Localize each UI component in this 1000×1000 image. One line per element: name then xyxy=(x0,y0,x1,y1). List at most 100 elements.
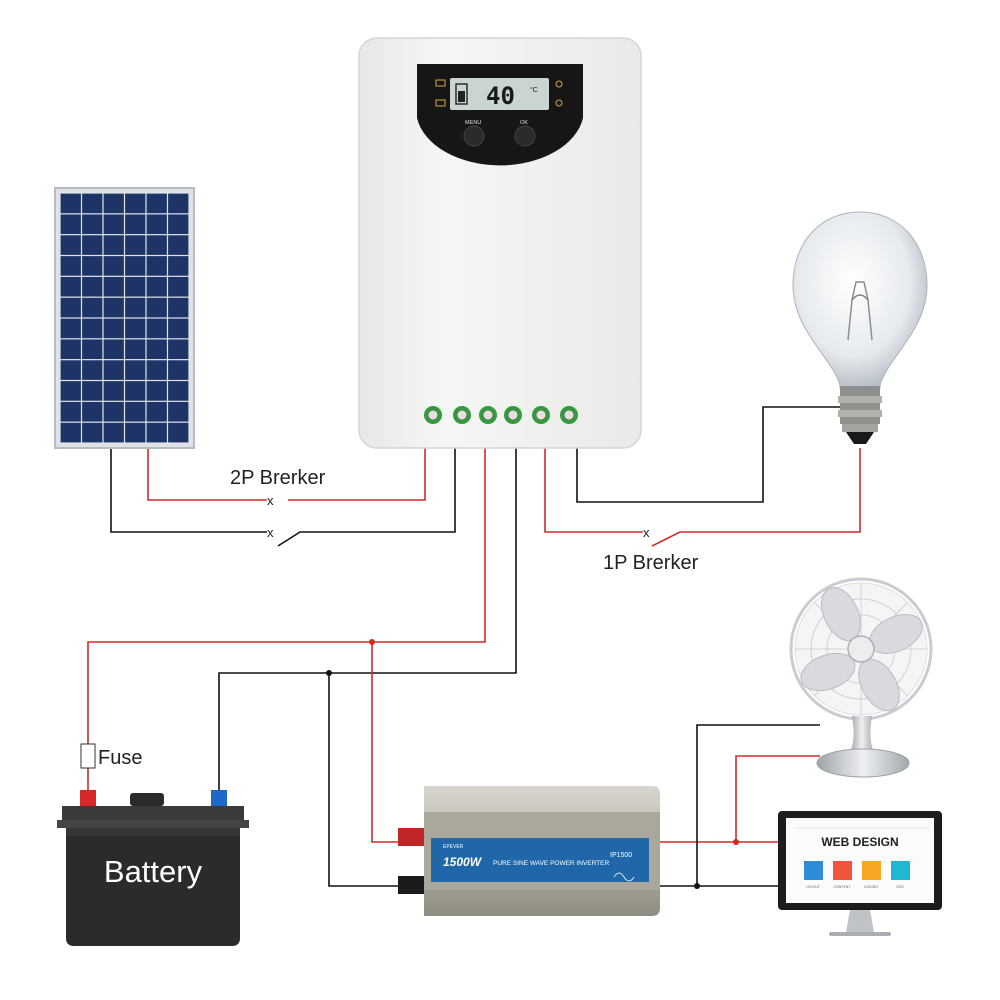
solar-cell xyxy=(125,193,146,214)
solar-cell xyxy=(125,318,146,339)
solar-cell xyxy=(146,401,167,422)
solar-cell xyxy=(82,276,103,297)
wire-inverter-positive xyxy=(371,642,398,843)
ok-label: OK xyxy=(520,120,528,126)
solar-cell xyxy=(60,276,81,297)
solar-cell xyxy=(60,297,81,318)
wire-junctions xyxy=(326,639,739,889)
load-status-icon xyxy=(555,80,563,88)
solar-cell xyxy=(146,339,167,360)
solar-cell xyxy=(82,360,103,380)
solar-cell xyxy=(146,360,167,380)
wire-lamp-negative xyxy=(576,406,860,503)
light-bulb-icon xyxy=(792,211,928,444)
solar-cell xyxy=(125,422,146,443)
solar-cell xyxy=(125,401,146,422)
solar-cell xyxy=(103,235,124,255)
solar-cell xyxy=(168,297,189,318)
solar-cell xyxy=(82,401,103,422)
solar-cell xyxy=(168,193,189,214)
battery-icon: Battery xyxy=(57,790,249,946)
lcd-screen xyxy=(450,78,549,110)
fuse-label: Fuse xyxy=(98,747,142,769)
monitor-screen xyxy=(786,818,934,903)
wire-battery-positive xyxy=(87,448,486,745)
solar-cell xyxy=(146,381,167,401)
solar-cell xyxy=(60,256,81,276)
battery-label: Battery xyxy=(104,854,203,889)
solar-cell xyxy=(60,214,81,235)
solar-cell xyxy=(103,339,124,360)
solar-cell xyxy=(103,381,124,401)
breaker-mark: x xyxy=(267,525,274,540)
solar-cell xyxy=(125,297,146,318)
wire-solar-negative xyxy=(110,448,267,533)
wire-output-positive xyxy=(648,755,820,843)
solar-cell xyxy=(103,360,124,380)
solar-panel-icon xyxy=(54,187,195,449)
solar-cell xyxy=(82,422,103,443)
solar-cell xyxy=(146,422,167,443)
solar-cell xyxy=(125,276,146,297)
solar-cell xyxy=(103,193,124,214)
junction-dot xyxy=(694,883,700,889)
solar-cell xyxy=(82,214,103,235)
sine-wave-icon xyxy=(613,872,635,882)
computer-monitor-icon: WEB DESIGN LAYOUT CONTENT CODING SEO xyxy=(778,811,942,936)
junction-dot xyxy=(326,670,332,676)
solar-cell xyxy=(60,381,81,401)
terminal-screw xyxy=(507,409,519,421)
solar-cell xyxy=(103,422,124,443)
wire-solar-positive-b xyxy=(288,448,426,501)
fault-status-icon xyxy=(555,99,563,107)
solar-cell xyxy=(103,214,124,235)
screen-title: WEB DESIGN xyxy=(821,835,898,849)
solar-cell xyxy=(60,318,81,339)
solar-cell xyxy=(125,339,146,360)
tile-label: LAYOUT xyxy=(806,885,821,889)
terminal-screw xyxy=(482,409,494,421)
tile-label: CODING xyxy=(864,885,878,889)
solar-cell xyxy=(103,318,124,339)
solar-cell xyxy=(103,256,124,276)
wire-battery-negative xyxy=(218,448,517,790)
solar-cell xyxy=(125,381,146,401)
panel-status-icon xyxy=(435,79,446,87)
solar-cell xyxy=(168,339,189,360)
solar-cell xyxy=(168,318,189,339)
solar-cell xyxy=(60,401,81,422)
desk-fan-icon xyxy=(789,577,933,778)
ok-button[interactable] xyxy=(514,125,536,147)
solar-cell xyxy=(82,235,103,255)
solar-cell xyxy=(60,360,81,380)
inverter-power: 1500W xyxy=(443,855,483,869)
wires xyxy=(87,406,861,887)
terminal-screw xyxy=(563,409,575,421)
solar-cell xyxy=(125,214,146,235)
solar-cell xyxy=(82,297,103,318)
terminal-screw xyxy=(535,409,547,421)
inverter-model: IP1500 xyxy=(610,852,632,859)
solar-cell xyxy=(168,401,189,422)
solar-cell xyxy=(60,193,81,214)
breaker-1p-label: 1P Brerker xyxy=(603,552,699,574)
solar-cell xyxy=(168,256,189,276)
solar-cell xyxy=(168,360,189,380)
battery-level-icon xyxy=(455,83,468,105)
solar-cell xyxy=(146,276,167,297)
solar-cell xyxy=(60,235,81,255)
battery-status-icon xyxy=(435,99,446,107)
tile-label: CONTENT xyxy=(834,885,852,889)
wire-output-negative xyxy=(648,724,820,887)
solar-cell xyxy=(146,256,167,276)
junction-dot xyxy=(369,639,375,645)
solar-cell xyxy=(103,401,124,422)
solar-cell xyxy=(168,422,189,443)
fuse: Fuse xyxy=(80,743,142,769)
tile-label: SEO xyxy=(896,885,904,889)
solar-cell xyxy=(168,381,189,401)
wire-lamp-positive xyxy=(544,448,643,533)
menu-button[interactable] xyxy=(463,125,485,147)
wire-lamp-positive-b xyxy=(651,448,861,547)
